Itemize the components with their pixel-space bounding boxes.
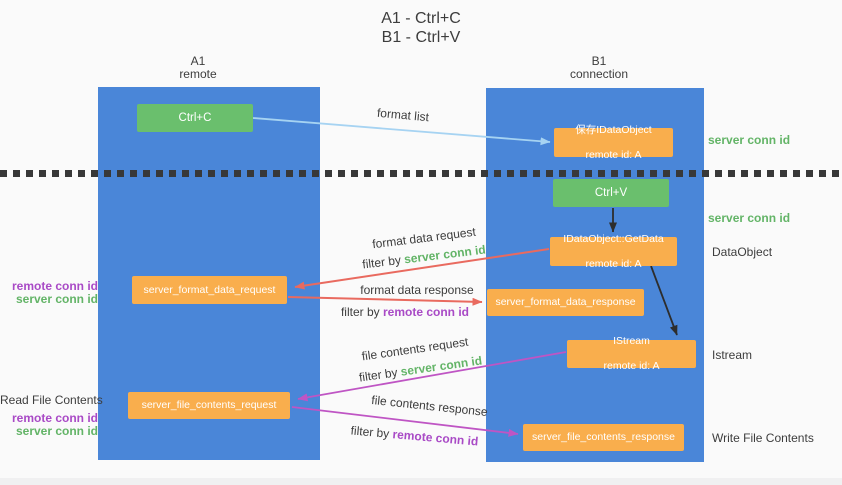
- server-file-contents-request-label: server_file_contents_request: [141, 399, 277, 412]
- column-b1-id: B1: [591, 54, 607, 68]
- server-conn-id-top-label: server conn id: [708, 133, 791, 147]
- save-idataobject-line1: 保存IDataObject: [575, 123, 652, 136]
- file-contents-response-label: file contents response: [370, 392, 489, 420]
- server-conn-id-upper-label: server conn id: [15, 292, 98, 306]
- getdata-line1: IDataObject::GetData: [563, 232, 664, 245]
- server-conn-id-lower-label: server conn id: [15, 424, 98, 438]
- server-conn-id-mid-label: server conn id: [708, 211, 791, 225]
- server-file-contents-response-node: server_file_contents_response: [523, 424, 684, 451]
- remote-conn-id-lower-label: remote conn id: [11, 411, 98, 425]
- filter-by-text: filter by: [340, 305, 380, 319]
- column-b1-label: connection: [569, 67, 629, 81]
- format-list-label: format list: [376, 105, 430, 125]
- server-format-data-response-label: server_format_data_response: [495, 296, 636, 309]
- filter-by-text: filter by: [350, 423, 390, 441]
- title-line-2: B1 - Ctrl+V: [381, 29, 461, 46]
- remote-conn-id-key: remote conn id: [391, 427, 479, 449]
- title-line-1: A1 - Ctrl+C: [381, 10, 461, 27]
- ctrl-v-label: Ctrl+V: [594, 186, 628, 199]
- filter-file-response-label: filter by remote conn id: [342, 423, 488, 450]
- format-data-response-label: format data response: [360, 283, 474, 297]
- write-file-contents-label: Write File Contents: [712, 431, 814, 445]
- column-a1-label: remote: [179, 67, 217, 81]
- istream-line2: remote id: A: [603, 360, 660, 373]
- istream-node: IStream remote id: A: [567, 335, 696, 372]
- save-idataobject-line2: remote id: A: [585, 148, 642, 161]
- server-format-data-response-node: server_format_data_response: [487, 289, 644, 316]
- diagram-title: A1 - Ctrl+C B1 - Ctrl+V: [0, 9, 842, 47]
- ctrl-c-node: Ctrl+C: [137, 104, 253, 132]
- istream-line1: IStream: [613, 335, 650, 348]
- column-a1-id: A1: [190, 54, 206, 68]
- filter-format-response-label: filter by remote conn id: [335, 305, 475, 319]
- server-file-contents-request-node: server_file_contents_request: [128, 392, 290, 419]
- ctrl-c-label: Ctrl+C: [178, 111, 212, 124]
- save-idataobject-node: 保存IDataObject remote id: A: [554, 124, 673, 161]
- ctrl-v-node: Ctrl+V: [553, 179, 669, 207]
- filter-by-text: filter by: [361, 252, 402, 272]
- server-conn-id-key: server conn id: [399, 353, 483, 379]
- bottom-edge-strip: [0, 478, 842, 485]
- column-header-a1: A1 remote: [128, 55, 268, 81]
- server-format-data-request-node: server_format_data_request: [132, 276, 287, 304]
- separator-dotted-line: [0, 170, 842, 177]
- server-file-contents-response-label: server_file_contents_response: [531, 431, 675, 444]
- getdata-line2: remote id: A: [585, 257, 642, 270]
- read-file-contents-label: Read File Contents: [0, 393, 103, 407]
- remote-conn-id-key: remote conn id: [383, 305, 470, 319]
- server-format-data-request-label: server_format_data_request: [143, 283, 276, 296]
- column-header-b1: B1 connection: [529, 55, 669, 81]
- istream-side-label: Istream: [712, 348, 753, 362]
- getdata-node: IDataObject::GetData remote id: A: [550, 233, 677, 270]
- dataobject-label: DataObject: [712, 245, 773, 259]
- filter-by-text: filter by: [358, 365, 399, 385]
- remote-conn-id-upper-label: remote conn id: [11, 279, 98, 293]
